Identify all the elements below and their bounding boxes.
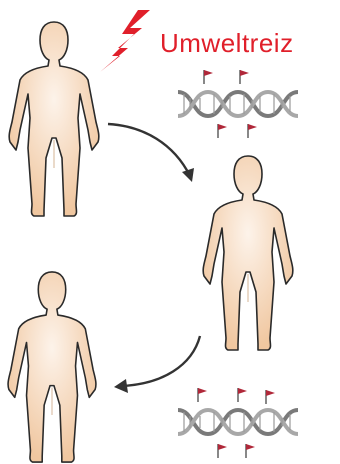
- methyl-flag-icon: [266, 390, 275, 404]
- methyl-flag-icon: [240, 70, 249, 84]
- methyl-flag-icon: [238, 388, 247, 402]
- curved-arrow-icon: [104, 118, 200, 184]
- methyl-flag-icon: [246, 444, 255, 458]
- environmental-stimulus-label: Umweltreiz: [160, 28, 294, 59]
- methyl-flag-icon: [218, 124, 227, 138]
- human-figure-icon: [2, 268, 102, 464]
- human-figure-icon: [4, 18, 104, 218]
- lightning-bolt-icon: [98, 8, 158, 74]
- methyl-flag-icon: [248, 124, 257, 138]
- dna-helix-methylated-2: [178, 386, 298, 462]
- methyl-flag-icon: [204, 70, 213, 84]
- methyl-flag-icon: [218, 444, 227, 458]
- human-figure-icon: [198, 152, 298, 352]
- methyl-flag-icon: [198, 388, 207, 402]
- dna-helix-icon: [178, 386, 298, 462]
